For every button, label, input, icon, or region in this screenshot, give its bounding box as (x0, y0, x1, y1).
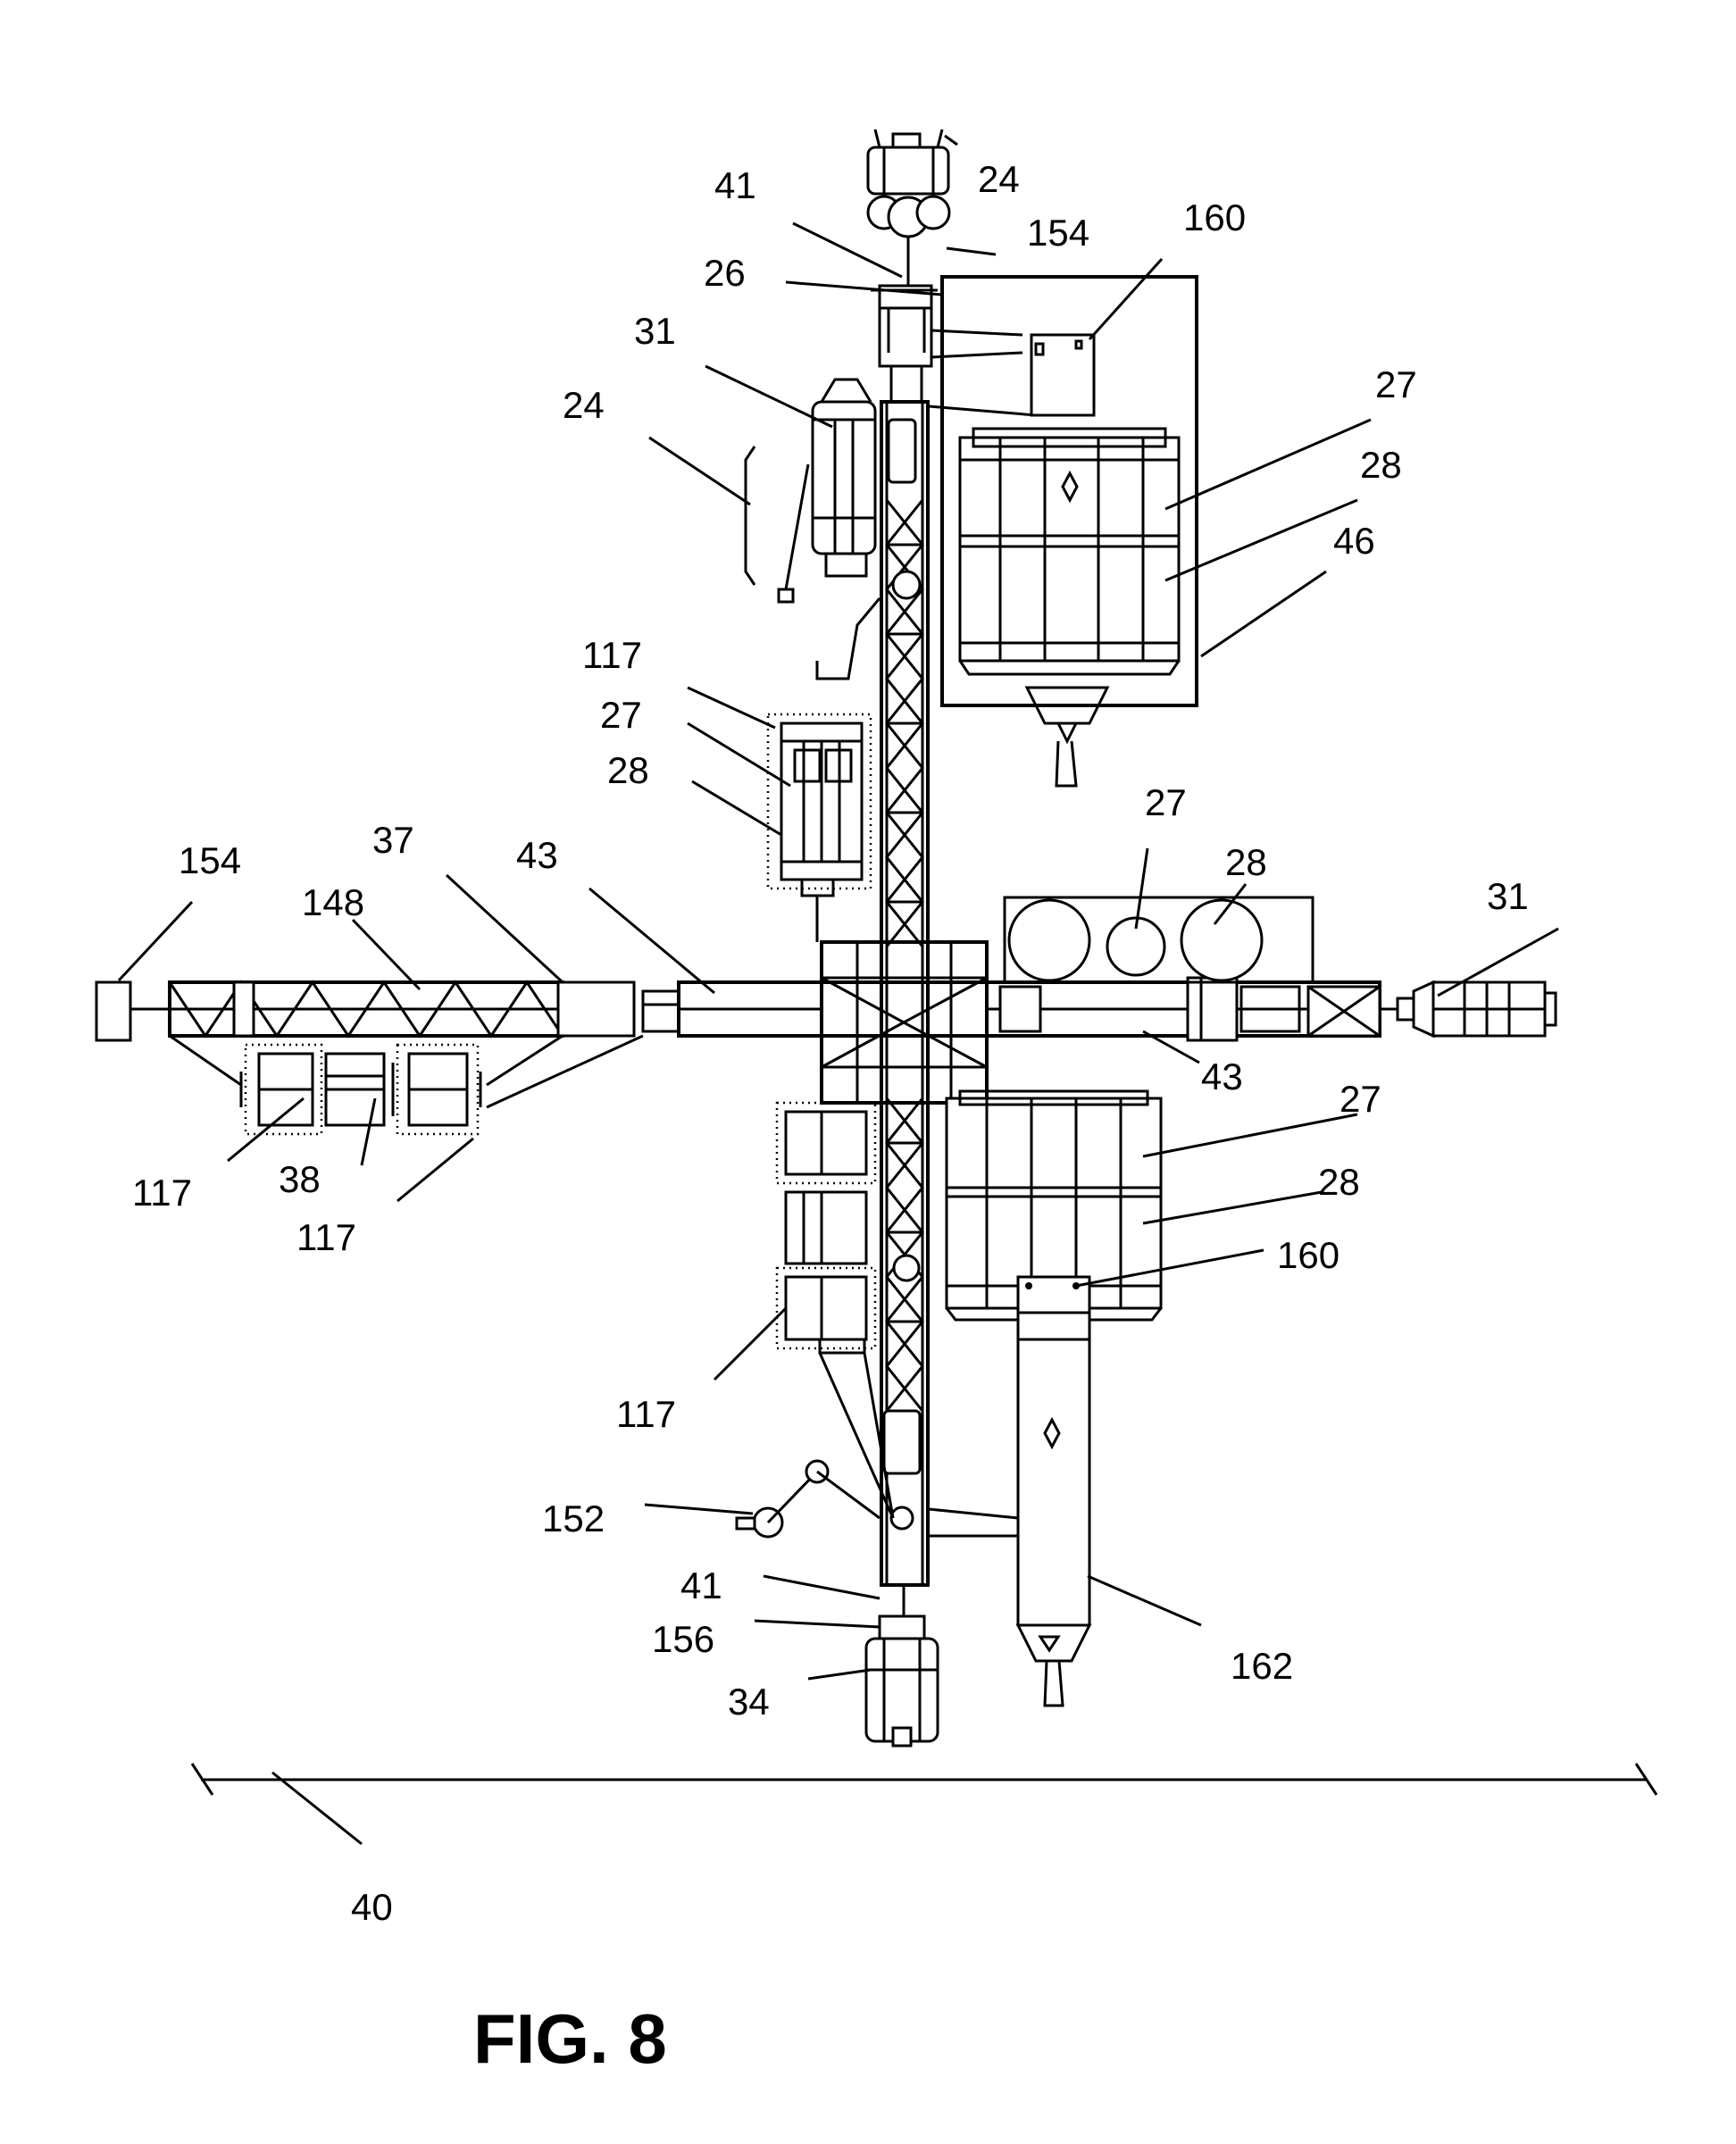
top-vehicle-24 (868, 129, 949, 237)
label-27: 27 (1145, 781, 1187, 823)
tank-162 (1018, 1313, 1089, 1706)
label-34: 34 (728, 1681, 770, 1723)
label-27: 27 (600, 694, 642, 736)
label-160: 160 (1277, 1234, 1340, 1276)
label-28: 28 (1360, 444, 1402, 486)
label-162: 162 (1231, 1645, 1293, 1687)
vertical-truss (881, 402, 928, 1585)
label-28: 28 (1225, 841, 1267, 883)
label-148: 148 (302, 881, 364, 923)
label-37: 37 (372, 819, 414, 861)
space-station-drawing (96, 129, 1657, 1795)
label-40: 40 (351, 1886, 393, 1928)
upper-left-module-31 (779, 380, 875, 602)
label-117: 117 (296, 1216, 356, 1258)
label-38: 38 (279, 1158, 321, 1200)
label-27: 27 (1375, 363, 1417, 405)
label-41: 41 (714, 164, 756, 206)
central-hub (822, 942, 987, 1103)
label-43: 43 (1201, 1055, 1243, 1097)
label-24: 24 (563, 384, 605, 426)
upper-module-27-28 (960, 429, 1179, 786)
left-cluster-38-117 (170, 1036, 643, 1134)
label-117: 117 (582, 634, 642, 676)
label-156: 156 (652, 1618, 714, 1660)
bracket-24 (746, 446, 755, 585)
left-truss-37-148 (170, 982, 679, 1036)
label-31: 31 (634, 310, 676, 352)
label-41: 41 (680, 1564, 722, 1606)
label-117: 117 (616, 1393, 676, 1435)
left-lower-modules-117 (777, 1103, 893, 1518)
label-24: 24 (978, 158, 1020, 200)
left-end-block-154 (96, 982, 130, 1040)
label-154: 154 (1027, 212, 1089, 254)
figure-caption: FIG. 8 (473, 1999, 667, 2078)
label-117: 117 (132, 1172, 192, 1214)
label-26: 26 (704, 252, 746, 294)
boom-43 (679, 978, 1398, 1040)
label-160: 160 (1183, 196, 1246, 238)
left-module-117 (768, 598, 880, 942)
tanks-27-28 (1005, 897, 1313, 982)
label-152: 152 (542, 1497, 605, 1539)
right-module-31 (1398, 982, 1556, 1036)
label-28: 28 (1318, 1161, 1360, 1203)
label-43: 43 (516, 834, 558, 876)
robotic-arm-152 (737, 1461, 1018, 1537)
label-27: 27 (1340, 1078, 1381, 1120)
lower-module-27-28 (947, 1091, 1161, 1320)
label-31: 31 (1487, 875, 1529, 917)
upper-hub-26 (871, 286, 938, 402)
label-28: 28 (607, 749, 649, 791)
lower-hub-156 (880, 1616, 924, 1639)
label-46: 46 (1333, 520, 1375, 562)
lower-vehicle-34 (866, 1639, 938, 1746)
label-154: 154 (179, 839, 241, 881)
dimension-line-40 (192, 1764, 1657, 1795)
